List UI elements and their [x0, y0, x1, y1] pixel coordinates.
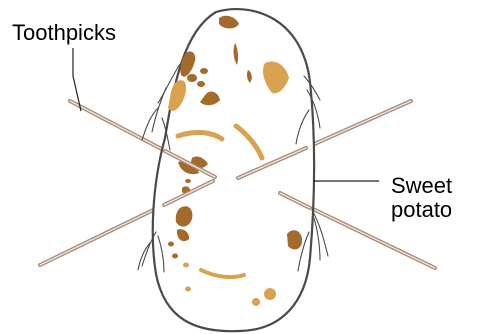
spot [252, 298, 260, 306]
spot [172, 254, 178, 259]
spot [185, 287, 191, 292]
sweet-potato-label: Sweet potato [391, 174, 452, 222]
spot [200, 68, 208, 74]
spot [183, 263, 189, 268]
spot [168, 242, 174, 247]
root [138, 243, 150, 270]
root [142, 108, 158, 140]
sweet-potato-body [153, 9, 314, 331]
spot [187, 74, 197, 82]
toothpicks-label: Toothpicks [12, 21, 116, 45]
spot [185, 179, 191, 183]
spot [264, 288, 276, 300]
sweet-potato-label-line-1: Sweet [391, 174, 452, 198]
sweet-potato-label-line-2: potato [391, 198, 452, 222]
spot [197, 81, 205, 87]
